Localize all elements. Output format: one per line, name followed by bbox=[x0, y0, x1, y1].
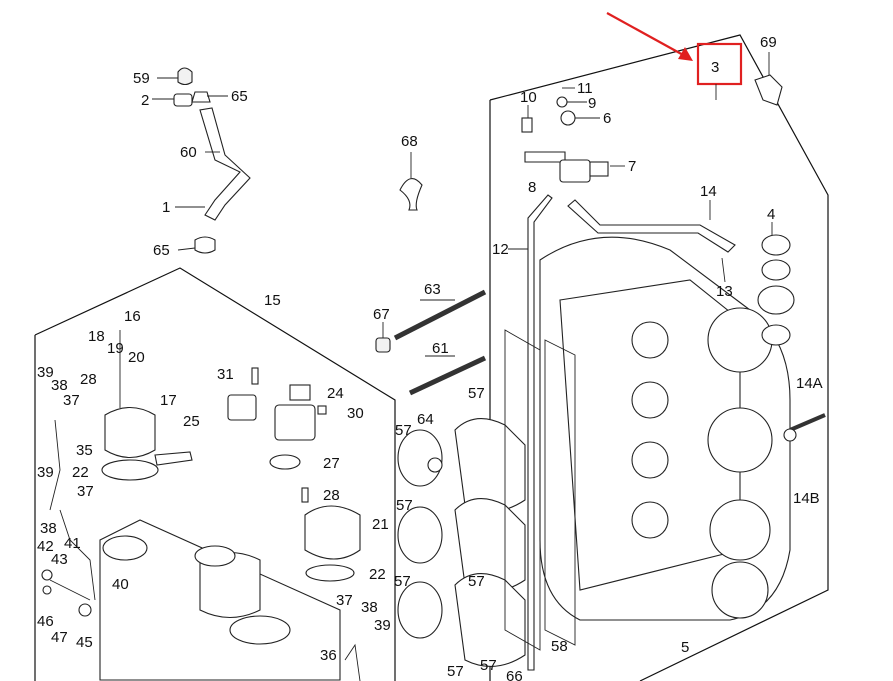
label-17: 17 bbox=[160, 392, 177, 409]
label-6: 6 bbox=[603, 110, 611, 127]
label-36: 36 bbox=[320, 647, 337, 664]
bolts-63-61 bbox=[375, 289, 487, 396]
label-43: 43 bbox=[51, 551, 68, 568]
label-39a: 39 bbox=[37, 364, 54, 381]
label-66: 66 bbox=[506, 668, 523, 681]
label-38b: 38 bbox=[40, 520, 57, 537]
label-45: 45 bbox=[76, 634, 93, 651]
label-37b: 37 bbox=[77, 483, 94, 500]
label-60: 60 bbox=[180, 144, 197, 161]
label-12: 12 bbox=[492, 241, 509, 258]
hose-assembly bbox=[152, 67, 251, 254]
label-14b: 14B bbox=[793, 490, 820, 507]
label-31: 31 bbox=[217, 366, 234, 383]
linkage-rods-left bbox=[41, 419, 361, 681]
highlight-arrow bbox=[606, 12, 693, 61]
label-22a: 22 bbox=[72, 464, 89, 481]
label-30: 30 bbox=[347, 405, 364, 422]
label-14: 14 bbox=[700, 183, 717, 200]
label-65b: 65 bbox=[153, 242, 170, 259]
label-39b: 39 bbox=[37, 464, 54, 481]
valves-24-25 bbox=[227, 367, 327, 470]
label-47: 47 bbox=[51, 629, 68, 646]
label-24: 24 bbox=[327, 385, 344, 402]
label-16: 16 bbox=[124, 308, 141, 325]
part-labels: 3 69 11 10 9 6 7 8 14 4 12 13 14A 14B 5 … bbox=[37, 34, 823, 681]
valve-21 bbox=[301, 487, 361, 582]
label-35: 35 bbox=[76, 442, 93, 459]
label-28a: 28 bbox=[80, 371, 97, 388]
label-9: 9 bbox=[588, 95, 596, 112]
label-13: 13 bbox=[716, 283, 733, 300]
label-21: 21 bbox=[372, 516, 389, 533]
label-28b: 28 bbox=[323, 487, 340, 504]
label-57b: 57 bbox=[395, 422, 412, 439]
label-63: 63 bbox=[424, 281, 441, 298]
label-15: 15 bbox=[264, 292, 281, 309]
clip-68 bbox=[399, 152, 423, 211]
label-10: 10 bbox=[520, 89, 537, 106]
highlight-box bbox=[696, 42, 743, 86]
label-7: 7 bbox=[628, 158, 636, 175]
label-37c: 37 bbox=[336, 592, 353, 609]
bolt-14a bbox=[783, 413, 826, 442]
assembly-frame-left bbox=[34, 267, 396, 681]
clip-69 bbox=[754, 52, 783, 106]
label-64: 64 bbox=[417, 411, 434, 428]
label-65a: 65 bbox=[231, 88, 248, 105]
intake-silencer-15 bbox=[99, 519, 341, 681]
label-40: 40 bbox=[112, 576, 129, 593]
label-68: 68 bbox=[401, 133, 418, 150]
label-59: 59 bbox=[133, 70, 150, 87]
label-18: 18 bbox=[88, 328, 105, 345]
hose-14 bbox=[567, 199, 736, 283]
label-58: 58 bbox=[551, 638, 568, 655]
label-39c: 39 bbox=[374, 617, 391, 634]
label-67: 67 bbox=[373, 306, 390, 323]
throttle-bodies-57 bbox=[397, 329, 576, 667]
label-69: 69 bbox=[760, 34, 777, 51]
gasket-4 bbox=[757, 222, 795, 346]
label-2: 2 bbox=[141, 92, 149, 109]
label-57d: 57 bbox=[468, 573, 485, 590]
label-20: 20 bbox=[128, 349, 145, 366]
label-38a: 38 bbox=[51, 377, 68, 394]
label-5: 5 bbox=[681, 639, 689, 656]
label-3: 3 bbox=[711, 59, 719, 76]
label-27: 27 bbox=[323, 455, 340, 472]
label-57f: 57 bbox=[447, 663, 464, 680]
sensor-7-bracket-8 bbox=[521, 87, 625, 183]
label-8: 8 bbox=[528, 179, 536, 196]
label-41: 41 bbox=[64, 535, 81, 552]
valve-16-assembly bbox=[101, 330, 193, 481]
dipstick-tube-12 bbox=[508, 194, 553, 671]
label-19: 19 bbox=[107, 340, 124, 357]
label-57g: 57 bbox=[480, 657, 497, 674]
label-46: 46 bbox=[37, 613, 54, 630]
intake-manifold-body bbox=[539, 236, 791, 621]
label-22b: 22 bbox=[369, 566, 386, 583]
label-11: 11 bbox=[577, 80, 593, 97]
label-1: 1 bbox=[162, 199, 170, 216]
label-4: 4 bbox=[767, 206, 775, 223]
label-14a: 14A bbox=[796, 375, 823, 392]
label-42: 42 bbox=[37, 538, 54, 555]
label-57c: 57 bbox=[396, 497, 413, 514]
label-38c: 38 bbox=[361, 599, 378, 616]
label-25: 25 bbox=[183, 413, 200, 430]
label-61: 61 bbox=[432, 340, 449, 357]
label-37a: 37 bbox=[63, 392, 80, 409]
label-57e: 57 bbox=[394, 573, 411, 590]
label-57a: 57 bbox=[468, 385, 485, 402]
